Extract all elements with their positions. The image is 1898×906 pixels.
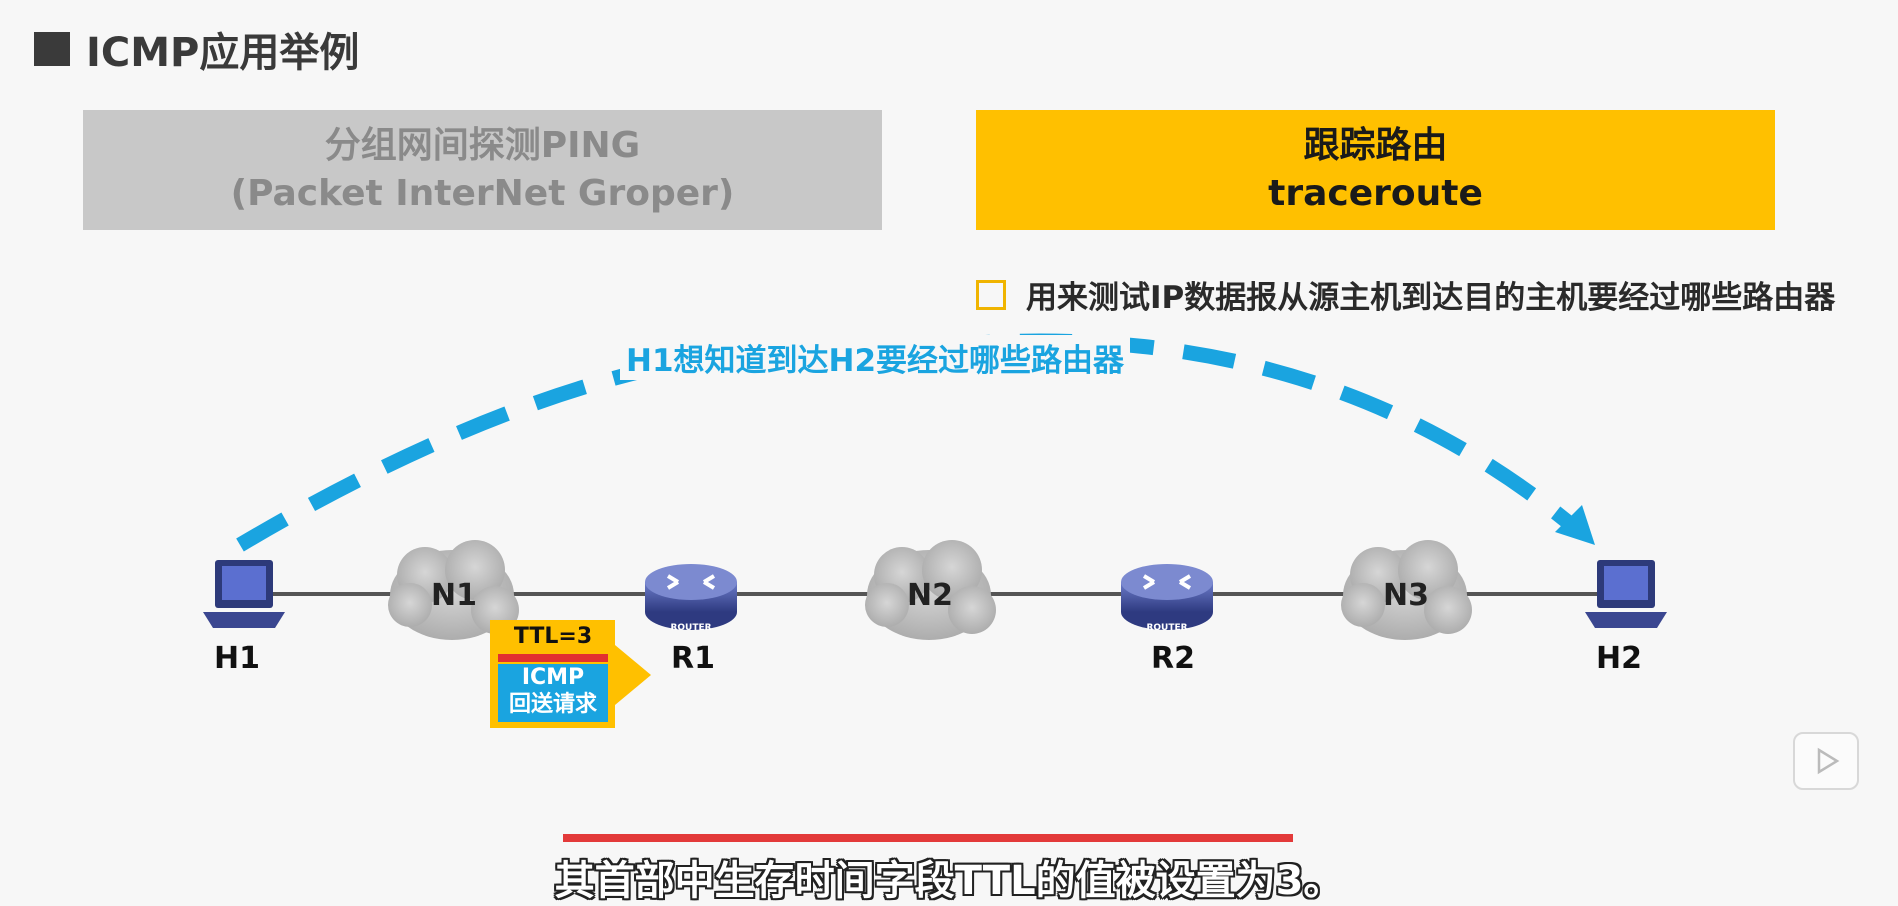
- network-label-n2: N2: [907, 578, 953, 613]
- host-label-h1: H1: [214, 641, 260, 676]
- host-h2-icon: [1585, 560, 1667, 628]
- cloud-n2-icon: [865, 540, 996, 640]
- tab-ping-subtitle: (Packet InterNet Groper): [230, 173, 735, 214]
- bullet-checkbox-icon: [976, 279, 1006, 310]
- router-r1-icon: ROUTER: [645, 564, 737, 633]
- tab-traceroute-subtitle: traceroute: [1268, 173, 1483, 214]
- cloud-n1-icon: [388, 540, 519, 640]
- arc-label: H1想知道到达H2要经过哪些路由器: [620, 335, 1131, 380]
- tab-traceroute[interactable]: 跟踪路由 traceroute: [976, 110, 1775, 230]
- network-label-n1: N1: [431, 578, 477, 613]
- tab-traceroute-title: 跟踪路由: [1303, 125, 1448, 166]
- page-title-text: ICMP应用举例: [86, 30, 360, 76]
- cloud-n3-icon: [1341, 540, 1472, 640]
- router-r2-icon: ROUTER: [1121, 564, 1213, 633]
- description-text: 用来测试IP数据报从源主机到达目的主机要经过哪些路由器: [1026, 280, 1836, 316]
- host-label-h2: H2: [1596, 641, 1642, 676]
- host-h1-icon: [203, 560, 285, 628]
- network-label-n3: N3: [1383, 578, 1429, 613]
- router-label-r2: R2: [1151, 641, 1195, 676]
- play-icon: [1817, 747, 1840, 775]
- description: 用来测试IP数据报从源主机到达目的主机要经过哪些路由器: [976, 272, 1835, 317]
- svg-text:ROUTER: ROUTER: [670, 623, 711, 633]
- play-button[interactable]: [1793, 732, 1859, 790]
- subtitle-highlight-bar: [563, 834, 1293, 842]
- packet-arrow-icon: [615, 645, 651, 705]
- subtitle: 其首部中生存时间字段TTL的值被设置为3。: [554, 858, 1344, 904]
- page-title: ICMP应用举例: [34, 20, 359, 78]
- packet-body: ICMP 回送请求: [498, 664, 608, 722]
- svg-text:ROUTER: ROUTER: [1146, 623, 1187, 633]
- router-label-r1: R1: [671, 641, 715, 676]
- arc-arrowhead-icon: [1555, 505, 1595, 545]
- packet-line2: 回送请求: [508, 692, 597, 717]
- icmp-packet: TTL=3 ICMP 回送请求: [490, 620, 615, 728]
- packet-line1: ICMP: [521, 665, 585, 690]
- tab-ping-title: 分组网间探测PING: [324, 125, 641, 166]
- packet-ttl: TTL=3: [513, 624, 593, 649]
- tab-ping[interactable]: 分组网间探测PING (Packet InterNet Groper): [83, 110, 882, 230]
- title-square-icon: [34, 32, 70, 66]
- packet-ttl-highlight: [498, 654, 608, 662]
